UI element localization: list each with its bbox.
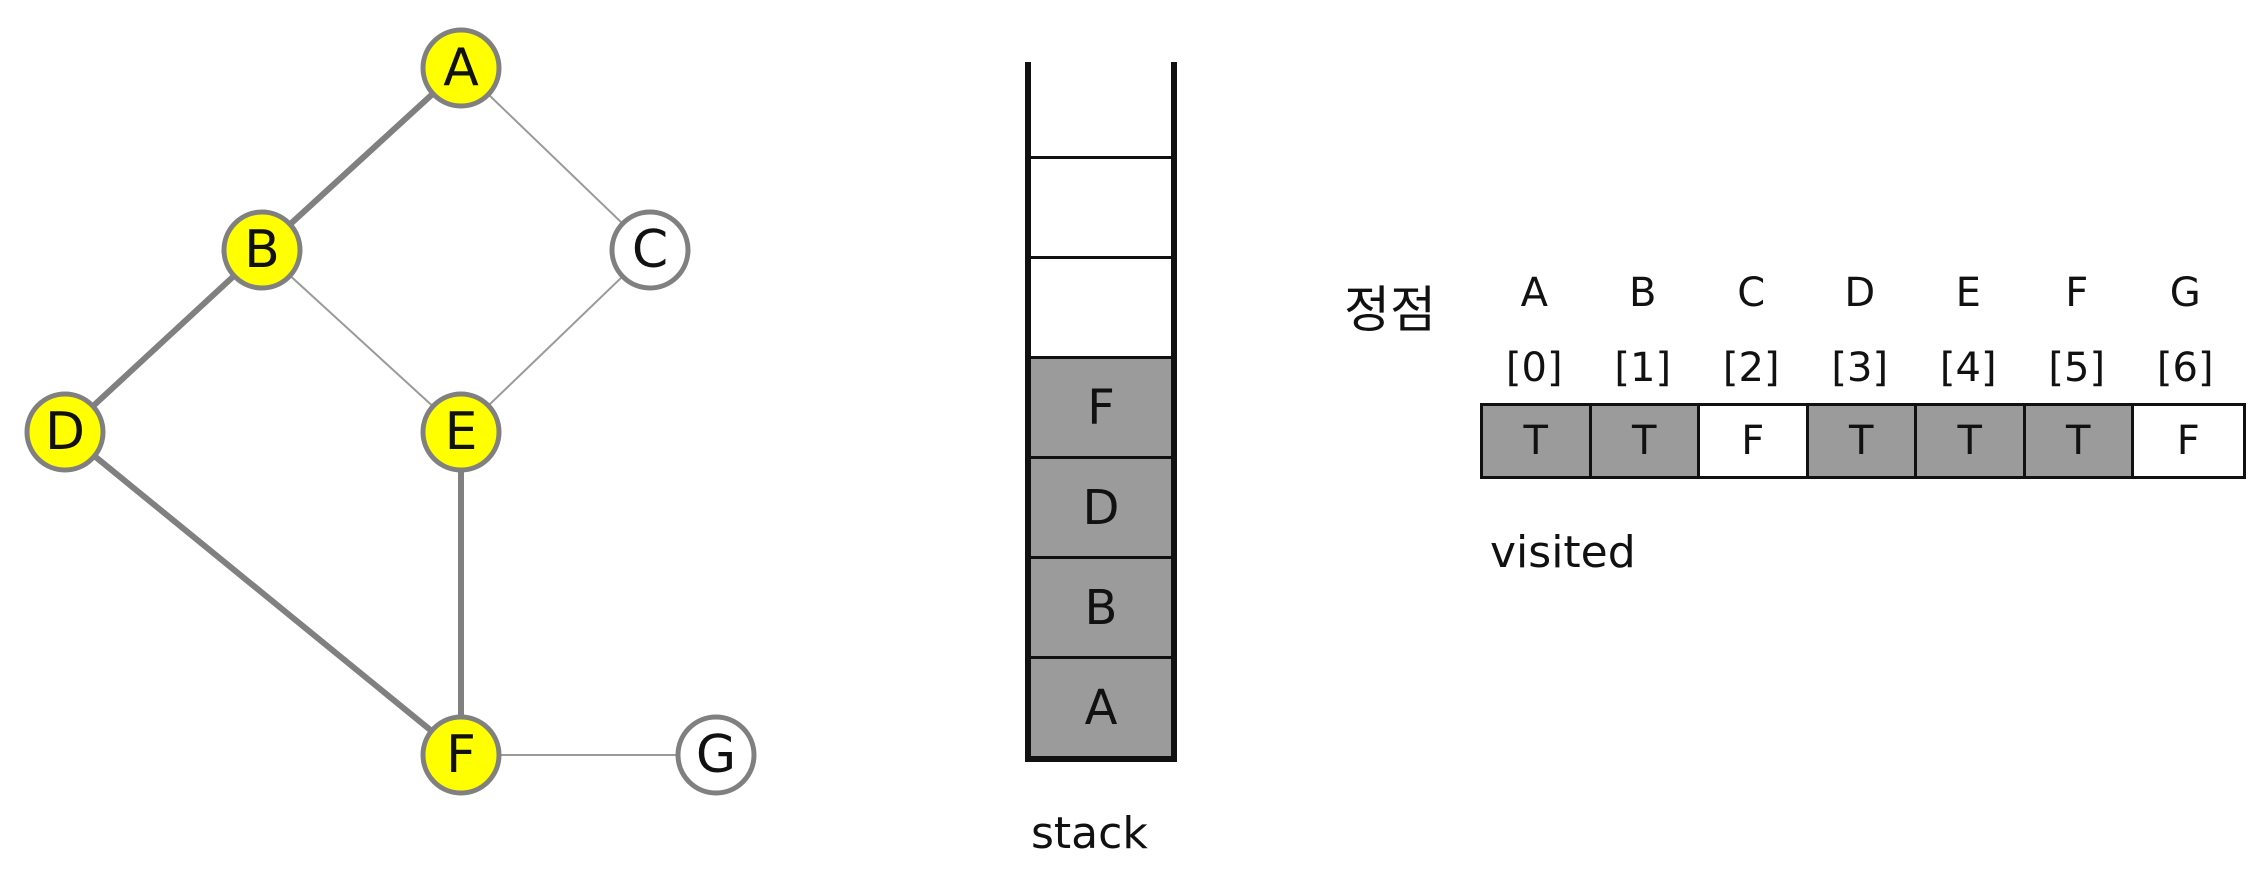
index-label: [0] bbox=[1505, 345, 1563, 391]
node-label: B bbox=[244, 220, 280, 280]
visited-cell: T bbox=[1917, 406, 2026, 476]
vertex-label: F bbox=[2065, 270, 2089, 316]
edge-c-e bbox=[460, 249, 651, 433]
graph: A B C D E F G bbox=[24, 27, 757, 796]
vertex-label: G bbox=[2169, 270, 2201, 316]
node-e: E bbox=[420, 391, 502, 473]
node-label: F bbox=[446, 725, 476, 785]
visited-cell: F bbox=[2134, 406, 2243, 476]
node-circle bbox=[24, 391, 106, 473]
node-circle bbox=[420, 27, 502, 109]
visited-cell: T bbox=[2025, 406, 2134, 476]
edge-a-c bbox=[460, 67, 651, 251]
vertex-label: A bbox=[1520, 270, 1548, 316]
index-label-row: [0] [1] [2] [3] [4] [5] [6] bbox=[1480, 345, 2240, 391]
node-circle bbox=[221, 209, 303, 291]
index-label: [5] bbox=[2048, 345, 2106, 391]
index-label: [3] bbox=[1831, 345, 1889, 391]
node-label: G bbox=[696, 725, 736, 785]
node-circle bbox=[609, 209, 691, 291]
node-a: A bbox=[420, 27, 502, 109]
vertex-label: B bbox=[1629, 270, 1657, 316]
visited-cell: T bbox=[1808, 406, 1917, 476]
edge-a-b bbox=[259, 65, 464, 253]
stack-item: F bbox=[1031, 356, 1171, 456]
node-label: D bbox=[45, 402, 85, 462]
node-label: C bbox=[632, 220, 668, 280]
node-label: A bbox=[443, 38, 479, 98]
stack-empty-slot bbox=[1031, 256, 1171, 356]
stack-item: A bbox=[1031, 656, 1171, 756]
edge-b-d bbox=[62, 247, 265, 435]
vertex-label: E bbox=[1955, 270, 1981, 316]
visited-cell: T bbox=[1591, 406, 1700, 476]
index-label: [2] bbox=[1722, 345, 1780, 391]
vertex-heading: 정점 bbox=[1344, 281, 1436, 339]
edge-d-f bbox=[63, 429, 463, 758]
node-g: G bbox=[675, 714, 757, 796]
node-label: E bbox=[445, 402, 478, 462]
vertex-label: D bbox=[1844, 270, 1876, 316]
node-c: C bbox=[609, 209, 691, 291]
visited-caption: visited bbox=[1490, 527, 1636, 578]
index-label: [1] bbox=[1614, 345, 1672, 391]
stack-item: B bbox=[1031, 556, 1171, 656]
node-circle bbox=[675, 714, 757, 796]
vertex-label-row: A B C D E F G bbox=[1480, 270, 2240, 316]
node-d: D bbox=[24, 391, 106, 473]
node-f: F bbox=[420, 714, 502, 796]
node-circle bbox=[420, 714, 502, 796]
visited-cell: F bbox=[1700, 406, 1809, 476]
stack-empty-slot bbox=[1031, 156, 1171, 256]
index-label: [4] bbox=[1939, 345, 1997, 391]
visited-cell: T bbox=[1483, 406, 1592, 476]
vertex-label: C bbox=[1737, 270, 1766, 316]
index-label: [6] bbox=[2156, 345, 2214, 391]
stack-caption: stack bbox=[1031, 808, 1148, 859]
edge-b-e bbox=[261, 249, 462, 433]
stack-item: D bbox=[1031, 456, 1171, 556]
node-circle bbox=[420, 391, 502, 473]
node-b: B bbox=[221, 209, 303, 291]
